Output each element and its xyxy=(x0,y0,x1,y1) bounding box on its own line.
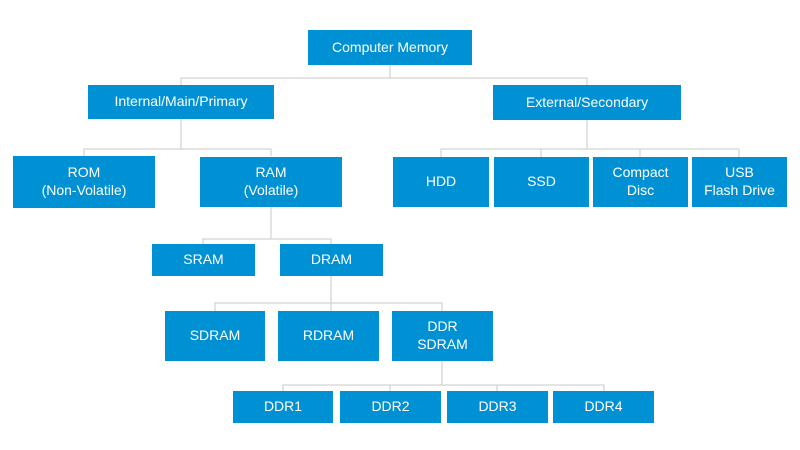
connector-external-to-children xyxy=(440,120,740,157)
node-ddr2: DDR2 xyxy=(340,391,441,423)
node-usb-flash-drive: USB Flash Drive xyxy=(692,157,787,207)
node-compact-disc: Compact Disc xyxy=(593,157,688,207)
connector-ram-to-children xyxy=(202,207,332,244)
connector-dram-to-children xyxy=(214,276,443,311)
node-external-secondary: External/Secondary xyxy=(493,85,681,120)
node-internal-main-primary: Internal/Main/Primary xyxy=(88,85,274,119)
node-rom-non-volatile: ROM (Non-Volatile) xyxy=(13,156,155,208)
node-ddr-sdram: DDR SDRAM xyxy=(392,311,493,361)
connector-ddrsdram-to-children xyxy=(282,361,605,391)
node-ddr3: DDR3 xyxy=(447,391,548,423)
node-hdd: HDD xyxy=(393,157,489,207)
node-ram-volatile: RAM (Volatile) xyxy=(200,157,342,207)
node-ddr1: DDR1 xyxy=(233,391,333,423)
node-sram: SRAM xyxy=(152,244,255,276)
node-computer-memory: Computer Memory xyxy=(308,30,472,65)
node-sdram: SDRAM xyxy=(165,311,265,361)
connector-root-to-level2 xyxy=(180,65,588,85)
connector-internal-to-children xyxy=(83,119,272,156)
node-ssd: SSD xyxy=(494,157,589,207)
node-ddr4: DDR4 xyxy=(553,391,654,423)
node-rdram: RDRAM xyxy=(278,311,379,361)
node-dram: DRAM xyxy=(280,244,383,276)
